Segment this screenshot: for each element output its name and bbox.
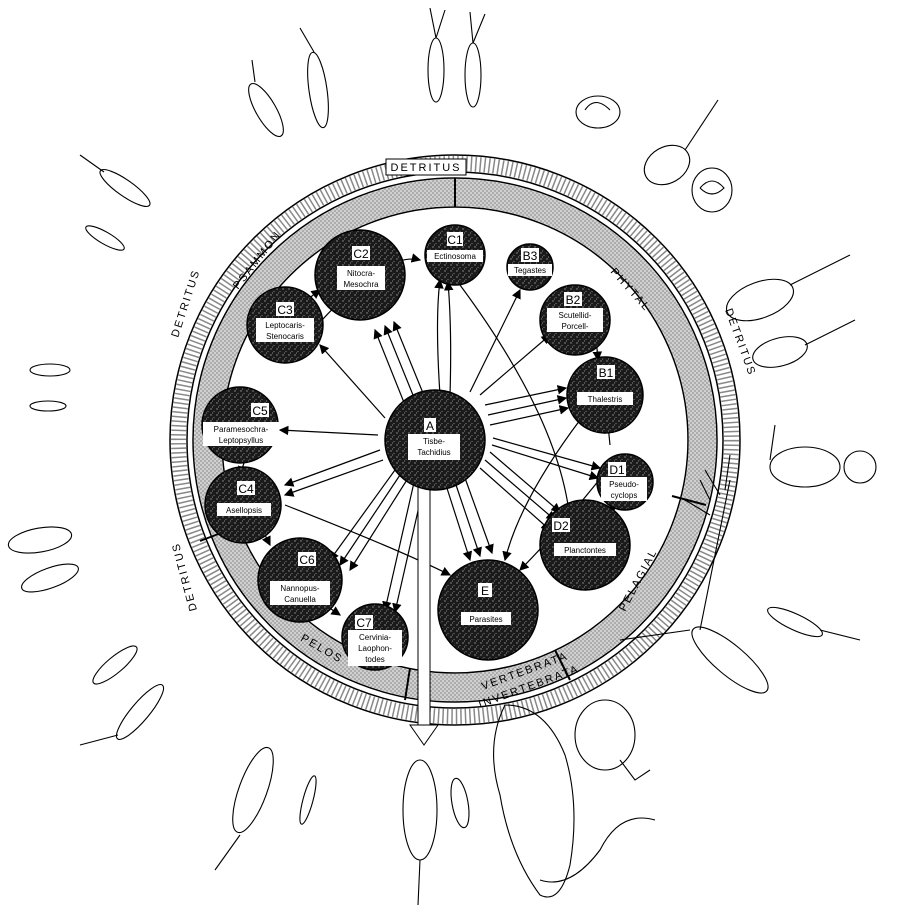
copepod-illustration-icon: [248, 27, 329, 138]
node-B3: B3 Tegastes: [506, 243, 554, 291]
node-D2-line1: Planctontes: [564, 546, 606, 555]
node-E-id: E: [481, 584, 489, 598]
node-C3-line2: Stenocaris: [266, 332, 304, 341]
label-detritus-right: DETRITUS: [722, 307, 758, 378]
node-C2-line1: Nitocra-: [347, 269, 375, 278]
node-C6-line1: Nannopus-: [280, 584, 319, 593]
node-C5: C5 Paramesochra- Leptopsyllus: [201, 386, 279, 464]
node-C7-line2: Laophon-: [358, 644, 392, 653]
copepod-illustration-icon: [7, 526, 79, 593]
copepod-illustration-icon: [619, 454, 769, 694]
copepod-illustrations: [7, 7, 877, 906]
node-C7-line1: Cervinia-: [359, 633, 391, 642]
copepod-illustration-icon: [79, 154, 151, 251]
node-C5-line1: Paramesochra-: [214, 425, 269, 434]
node-C6: C6 Nannopus- Canuella: [257, 537, 343, 623]
node-D1-line2: cyclops: [611, 491, 638, 500]
node-C6-id: C6: [299, 553, 315, 567]
label-detritus-top: DETRITUS: [391, 162, 462, 174]
copepod-illustration-icon: [725, 254, 856, 368]
copepod-illustration-icon: [427, 7, 486, 108]
node-A-line2: Tachidius: [417, 448, 450, 457]
copepod-illustration-icon: [79, 645, 165, 746]
radiation-arrows: [238, 253, 619, 616]
copepod-illustration-icon: [214, 746, 317, 871]
node-A: A Tisbe- Tachidius: [384, 389, 486, 491]
copepod-illustration-icon: [767, 606, 861, 641]
node-C1: C1 Ectinosoma: [424, 224, 486, 286]
node-D1: D1 Pseudo- cyclops: [596, 453, 654, 511]
copepod-illustration-icon: [493, 699, 656, 898]
node-D1-line1: Pseudo-: [609, 480, 639, 489]
node-B2-line2: Porcell-: [561, 322, 588, 331]
node-B2-line1: Scutellid-: [559, 311, 592, 320]
copepod-illustration-icon: [769, 424, 877, 488]
node-C4: C4 Asellopsis: [204, 466, 282, 544]
node-C1-id: C1: [447, 233, 463, 247]
node-C7-id: C7: [356, 616, 372, 630]
node-C3-id: C3: [277, 303, 293, 317]
node-A-line1: Tisbe-: [423, 437, 445, 446]
node-C7-line3: todes: [365, 655, 385, 664]
node-C2-line2: Mesochra: [343, 280, 379, 289]
node-C7: C7 Cervinia- Laophon- todes: [341, 603, 409, 671]
node-B3-id: B3: [523, 249, 538, 263]
node-C5-id: C5: [252, 404, 268, 418]
node-B1-id: B1: [599, 366, 614, 380]
copepod-illustration-icon: [402, 759, 470, 906]
node-E-line1: Parasites: [469, 615, 502, 624]
evolution-arrow-icon: [409, 482, 439, 746]
node-D2-id: D2: [553, 519, 569, 533]
node-C1-line1: Ectinosoma: [434, 252, 476, 261]
node-B1-line1: Thalestris: [588, 395, 623, 404]
node-B2-id: B2: [566, 293, 581, 307]
node-C5-line2: Leptopsyllus: [219, 436, 263, 445]
node-D1-id: D1: [609, 463, 625, 477]
node-C6-line2: Canuella: [284, 595, 316, 604]
node-D2: D2 Planctontes: [539, 499, 631, 591]
node-C2: C2 Nitocra- Mesochra: [314, 229, 406, 321]
node-B3-line1: Tegastes: [514, 266, 546, 275]
copepod-illustration-icon: [575, 95, 733, 213]
node-C3-line1: Leptocaris-: [265, 321, 305, 330]
node-C4-line1: Asellopsis: [226, 506, 262, 515]
copepod-illustration-icon: [29, 363, 71, 412]
node-B1: B1 Thalestris: [566, 356, 644, 434]
node-C2-id: C2: [353, 247, 369, 261]
node-A-id: A: [426, 419, 434, 433]
node-C3: C3 Leptocaris- Stenocaris: [246, 286, 324, 364]
node-B2: B2 Scutellid- Porcell-: [539, 284, 611, 356]
node-C4-id: C4: [238, 482, 254, 496]
node-E: E Parasites: [437, 559, 539, 661]
